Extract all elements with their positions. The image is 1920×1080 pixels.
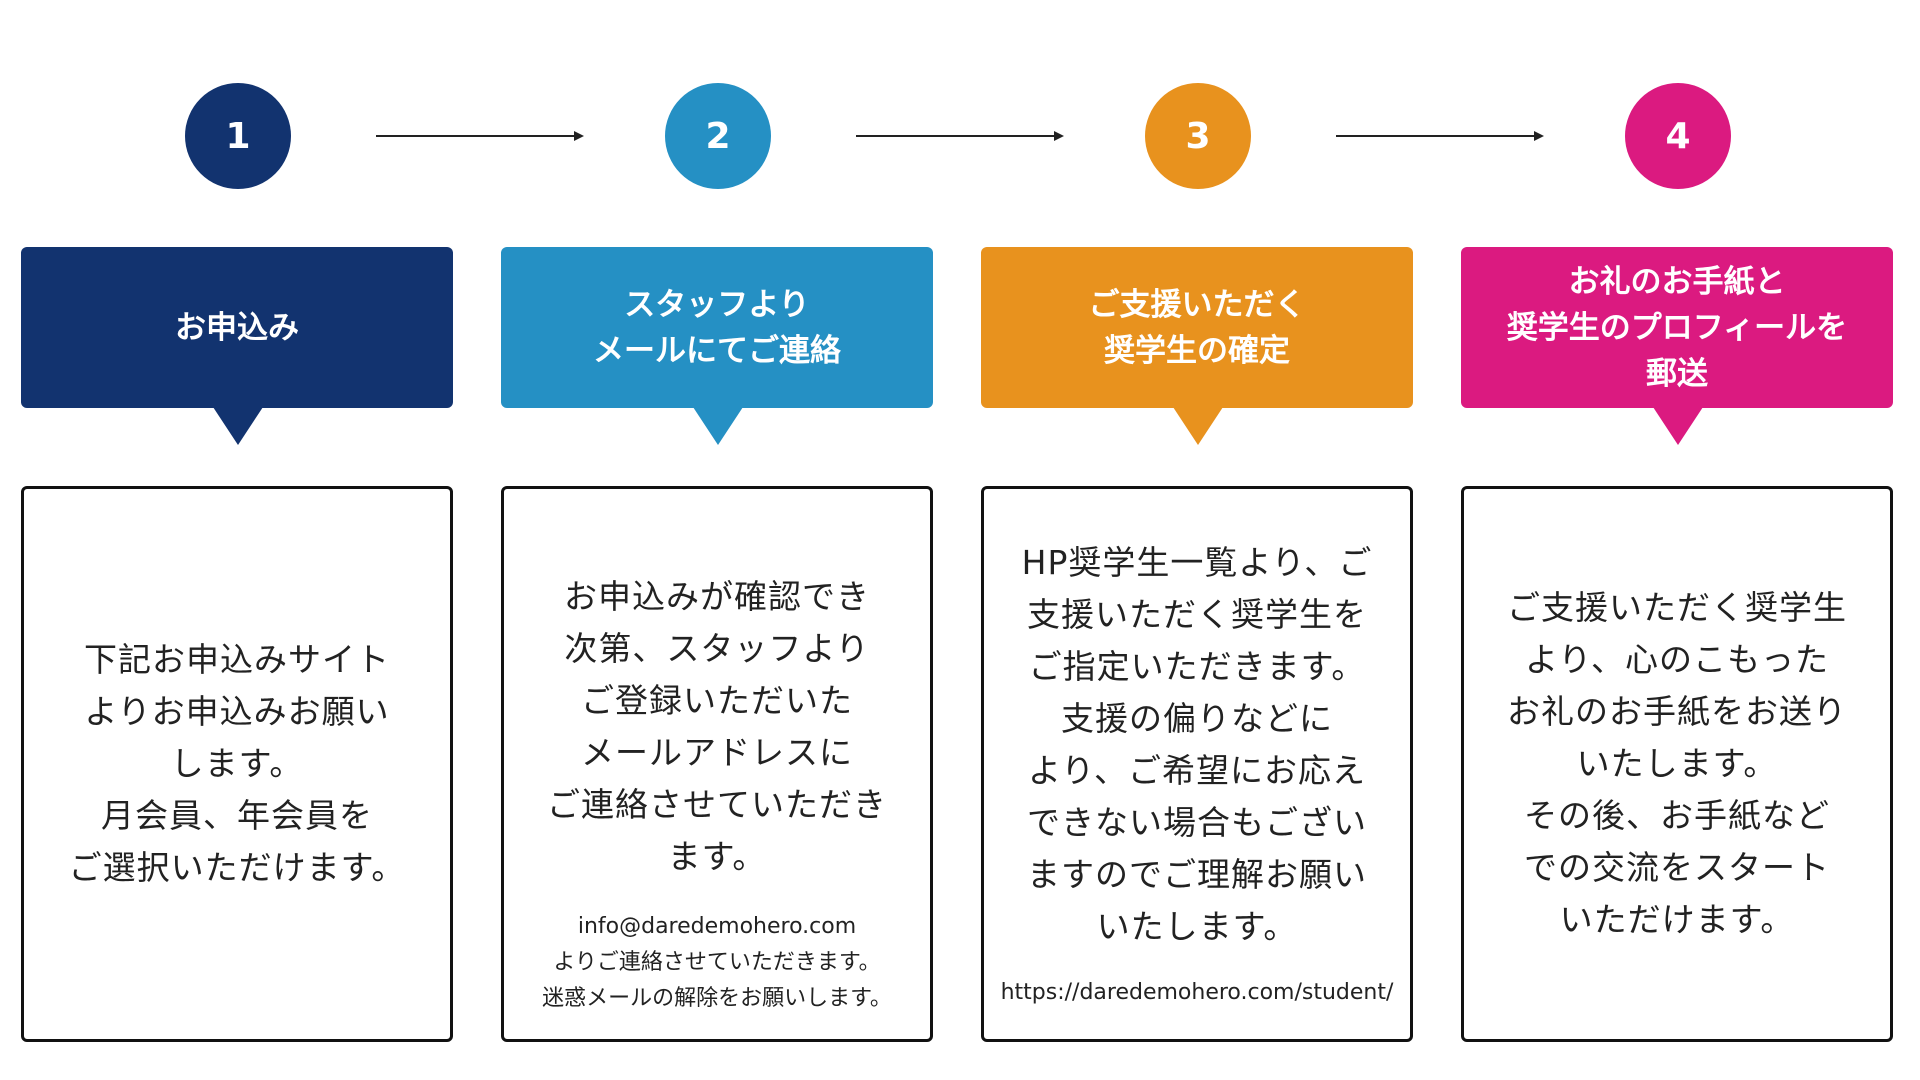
step-3-number-circle: 3 (1145, 83, 1251, 189)
step-2-number-circle: 2 (665, 83, 771, 189)
step-4-title: お礼のお手紙と 奨学生のプロフィールを 郵送 (1506, 263, 1848, 392)
step-4-number-circle: 4 (1625, 83, 1731, 189)
step-1-description-box: 下記お申込みサイト よりお申込みお願い します。 月会員、年会員を ご選択いただ… (21, 486, 453, 1042)
step-3: 3 ご支援いただく 奨学生の確定 HP奨学生一覧より、ご 支援いただく奨学生を … (981, 0, 1413, 1080)
step-1-header: お申込み (21, 247, 453, 408)
step-4-header: お礼のお手紙と 奨学生のプロフィールを 郵送 (1461, 247, 1893, 408)
step-2-title: スタッフより メールにてご連絡 (593, 286, 841, 369)
step-1-title: お申込み (175, 309, 299, 346)
arrow-2-to-3 (856, 131, 1064, 141)
step-2-description: お申込みが確認でき 次第、スタッフより ご登録いただいた メールアドレスに ご連… (547, 577, 887, 876)
step-4-description-box: ご支援いただく奨学生 より、心のこもった お礼のお手紙をお送り いたします。 そ… (1461, 486, 1893, 1042)
step-1-pointer (213, 407, 263, 445)
step-2-description-box: お申込みが確認でき 次第、スタッフより ご登録いただいた メールアドレスに ご連… (501, 486, 933, 1042)
step-2-pointer (693, 407, 743, 445)
step-2-header: スタッフより メールにてご連絡 (501, 247, 933, 408)
step-4-pointer (1653, 407, 1703, 445)
step-1-description: 下記お申込みサイト よりお申込みお願い します。 月会員、年会員を ご選択いただ… (68, 640, 406, 887)
step-2: 2 スタッフより メールにてご連絡 お申込みが確認でき 次第、スタッフより ご登… (501, 0, 933, 1080)
arrow-3-to-4 (1336, 131, 1544, 141)
step-3-url-note: https://daredemohero.com/student/ (1000, 980, 1394, 1005)
step-3-pointer (1173, 407, 1223, 445)
step-3-header: ご支援いただく 奨学生の確定 (981, 247, 1413, 408)
step-1-number-circle: 1 (185, 83, 291, 189)
step-2-email-note: info@daredemohero.com よりご連絡させていただきます。 迷惑… (542, 914, 892, 1011)
step-3-description: HP奨学生一覧より、ご 支援いただく奨学生を ご指定いただきます。 支援の偏りな… (1021, 543, 1373, 946)
step-4-description: ご支援いただく奨学生 より、心のこもった お礼のお手紙をお送り いたします。 そ… (1507, 588, 1847, 939)
arrow-1-to-2 (376, 131, 584, 141)
step-1: 1 お申込み 下記お申込みサイト よりお申込みお願い します。 月会員、年会員を… (21, 0, 453, 1080)
step-3-title: ご支援いただく 奨学生の確定 (1088, 286, 1306, 369)
step-3-description-box: HP奨学生一覧より、ご 支援いただく奨学生を ご指定いただきます。 支援の偏りな… (981, 486, 1413, 1042)
step-4: 4 お礼のお手紙と 奨学生のプロフィールを 郵送 ご支援いただく奨学生 より、心… (1461, 0, 1893, 1080)
